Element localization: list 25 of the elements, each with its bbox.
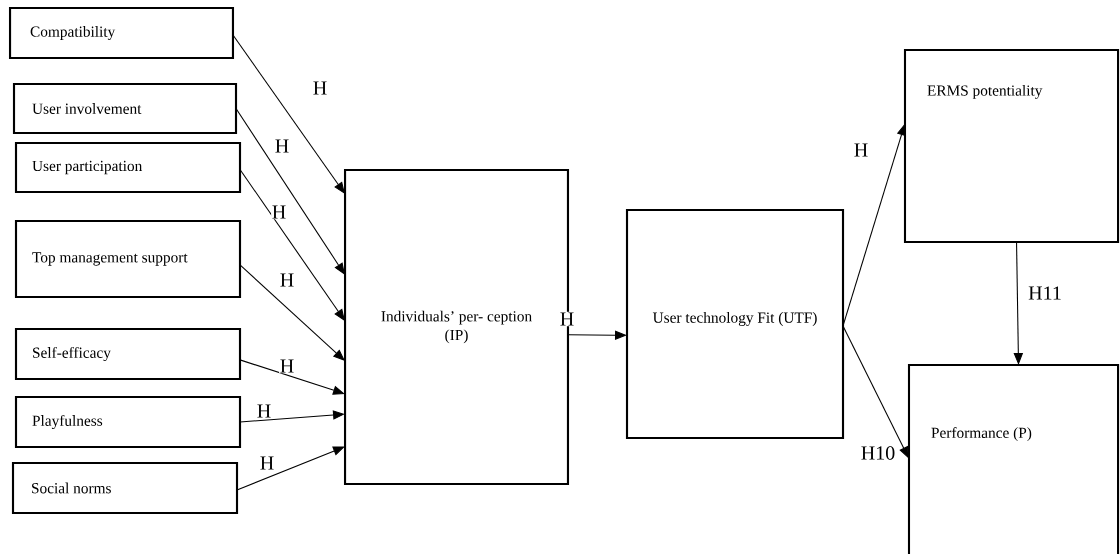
concept-box: User technology Fit (UTF) [625,208,845,440]
concept-box: Playfulness [14,395,242,449]
edge-label: H [274,138,290,154]
edge-label: H [256,403,272,419]
concept-box: ERMS potentiality [903,48,1120,244]
edge-label: H [279,272,295,288]
arrow [239,410,345,423]
arrow [239,359,345,395]
concept-box: Compatibility [8,6,235,60]
edge-label: H [853,142,869,158]
edge-label: H11 [1027,285,1063,301]
concept-box: Top management support [14,219,242,299]
edge-label: H [559,311,575,327]
arrow [236,446,345,491]
edge-label: H [271,204,287,220]
edge-label: H [312,80,328,96]
concept-box: User participation [14,141,242,194]
concept-box: Performance (P) [907,363,1120,554]
concept-box: Self-efficacy [14,327,242,381]
edge-label: H [259,455,275,471]
concept-box: Social norms [11,461,239,515]
edge-label: H [279,358,295,374]
edge-label: H10 [860,445,896,461]
arrow [1013,241,1024,365]
concept-box: User involvement [12,82,238,135]
